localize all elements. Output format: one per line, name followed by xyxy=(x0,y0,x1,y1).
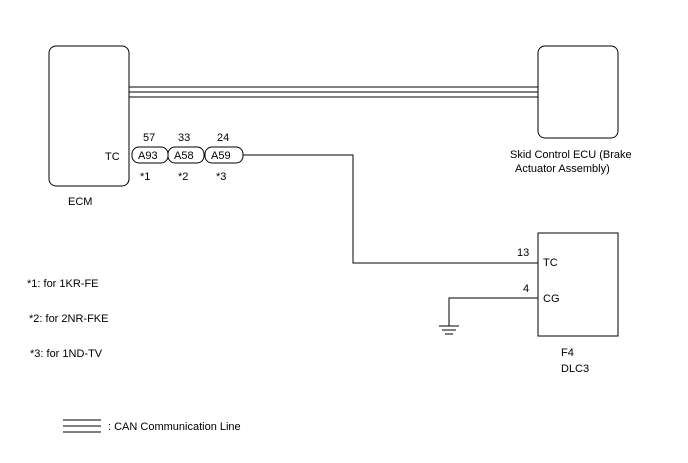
connector-a58: A58 xyxy=(167,146,205,164)
ground-icon xyxy=(439,325,459,335)
connector-a93: A93 xyxy=(131,146,169,164)
skid-control-ecu-block xyxy=(537,45,619,139)
dlc3-pin-13-number: 13 xyxy=(517,247,529,259)
dlc3-pin-tc-label: TC xyxy=(543,257,558,269)
dlc3-name: DLC3 xyxy=(561,363,589,375)
skid-control-ecu-label-line1: Skid Control ECU (Brake xyxy=(510,149,632,161)
note-1kr-fe: *1: for 1KR-FE xyxy=(27,278,99,290)
connector-note-3: *3 xyxy=(216,171,226,183)
connector-pin-24: 24 xyxy=(217,132,229,144)
connector-a58-id: A58 xyxy=(174,150,194,162)
can-line-legend-label: : CAN Communication Line xyxy=(108,421,241,433)
can-line-legend-icon xyxy=(63,419,101,433)
connector-note-2: *2 xyxy=(178,171,188,183)
ecm-pin-tc-label: TC xyxy=(105,151,120,163)
cg-wire xyxy=(448,297,538,326)
skid-control-ecu-label-line2: Actuator Assembly) xyxy=(515,163,610,175)
dlc3-block: TC CG xyxy=(537,232,619,337)
tc-wire xyxy=(243,154,538,264)
connector-a59: A59 xyxy=(204,146,244,164)
connector-pin-57: 57 xyxy=(143,132,155,144)
note-1nd-tv: *3: for 1ND-TV xyxy=(30,348,103,360)
connector-a59-id: A59 xyxy=(211,150,231,162)
note-2nr-fke: *2: for 2NR-FKE xyxy=(29,313,108,325)
connector-pin-33: 33 xyxy=(178,132,190,144)
connector-a93-id: A93 xyxy=(138,150,158,162)
dlc3-pin-cg-label: CG xyxy=(543,293,560,305)
ecm-label: ECM xyxy=(68,196,92,208)
ecm-block: TC xyxy=(48,45,130,187)
dlc3-pin-4-number: 4 xyxy=(523,283,529,295)
dlc3-connector-id: F4 xyxy=(561,347,574,359)
connector-note-1: *1 xyxy=(140,171,150,183)
can-communication-line xyxy=(129,86,538,98)
